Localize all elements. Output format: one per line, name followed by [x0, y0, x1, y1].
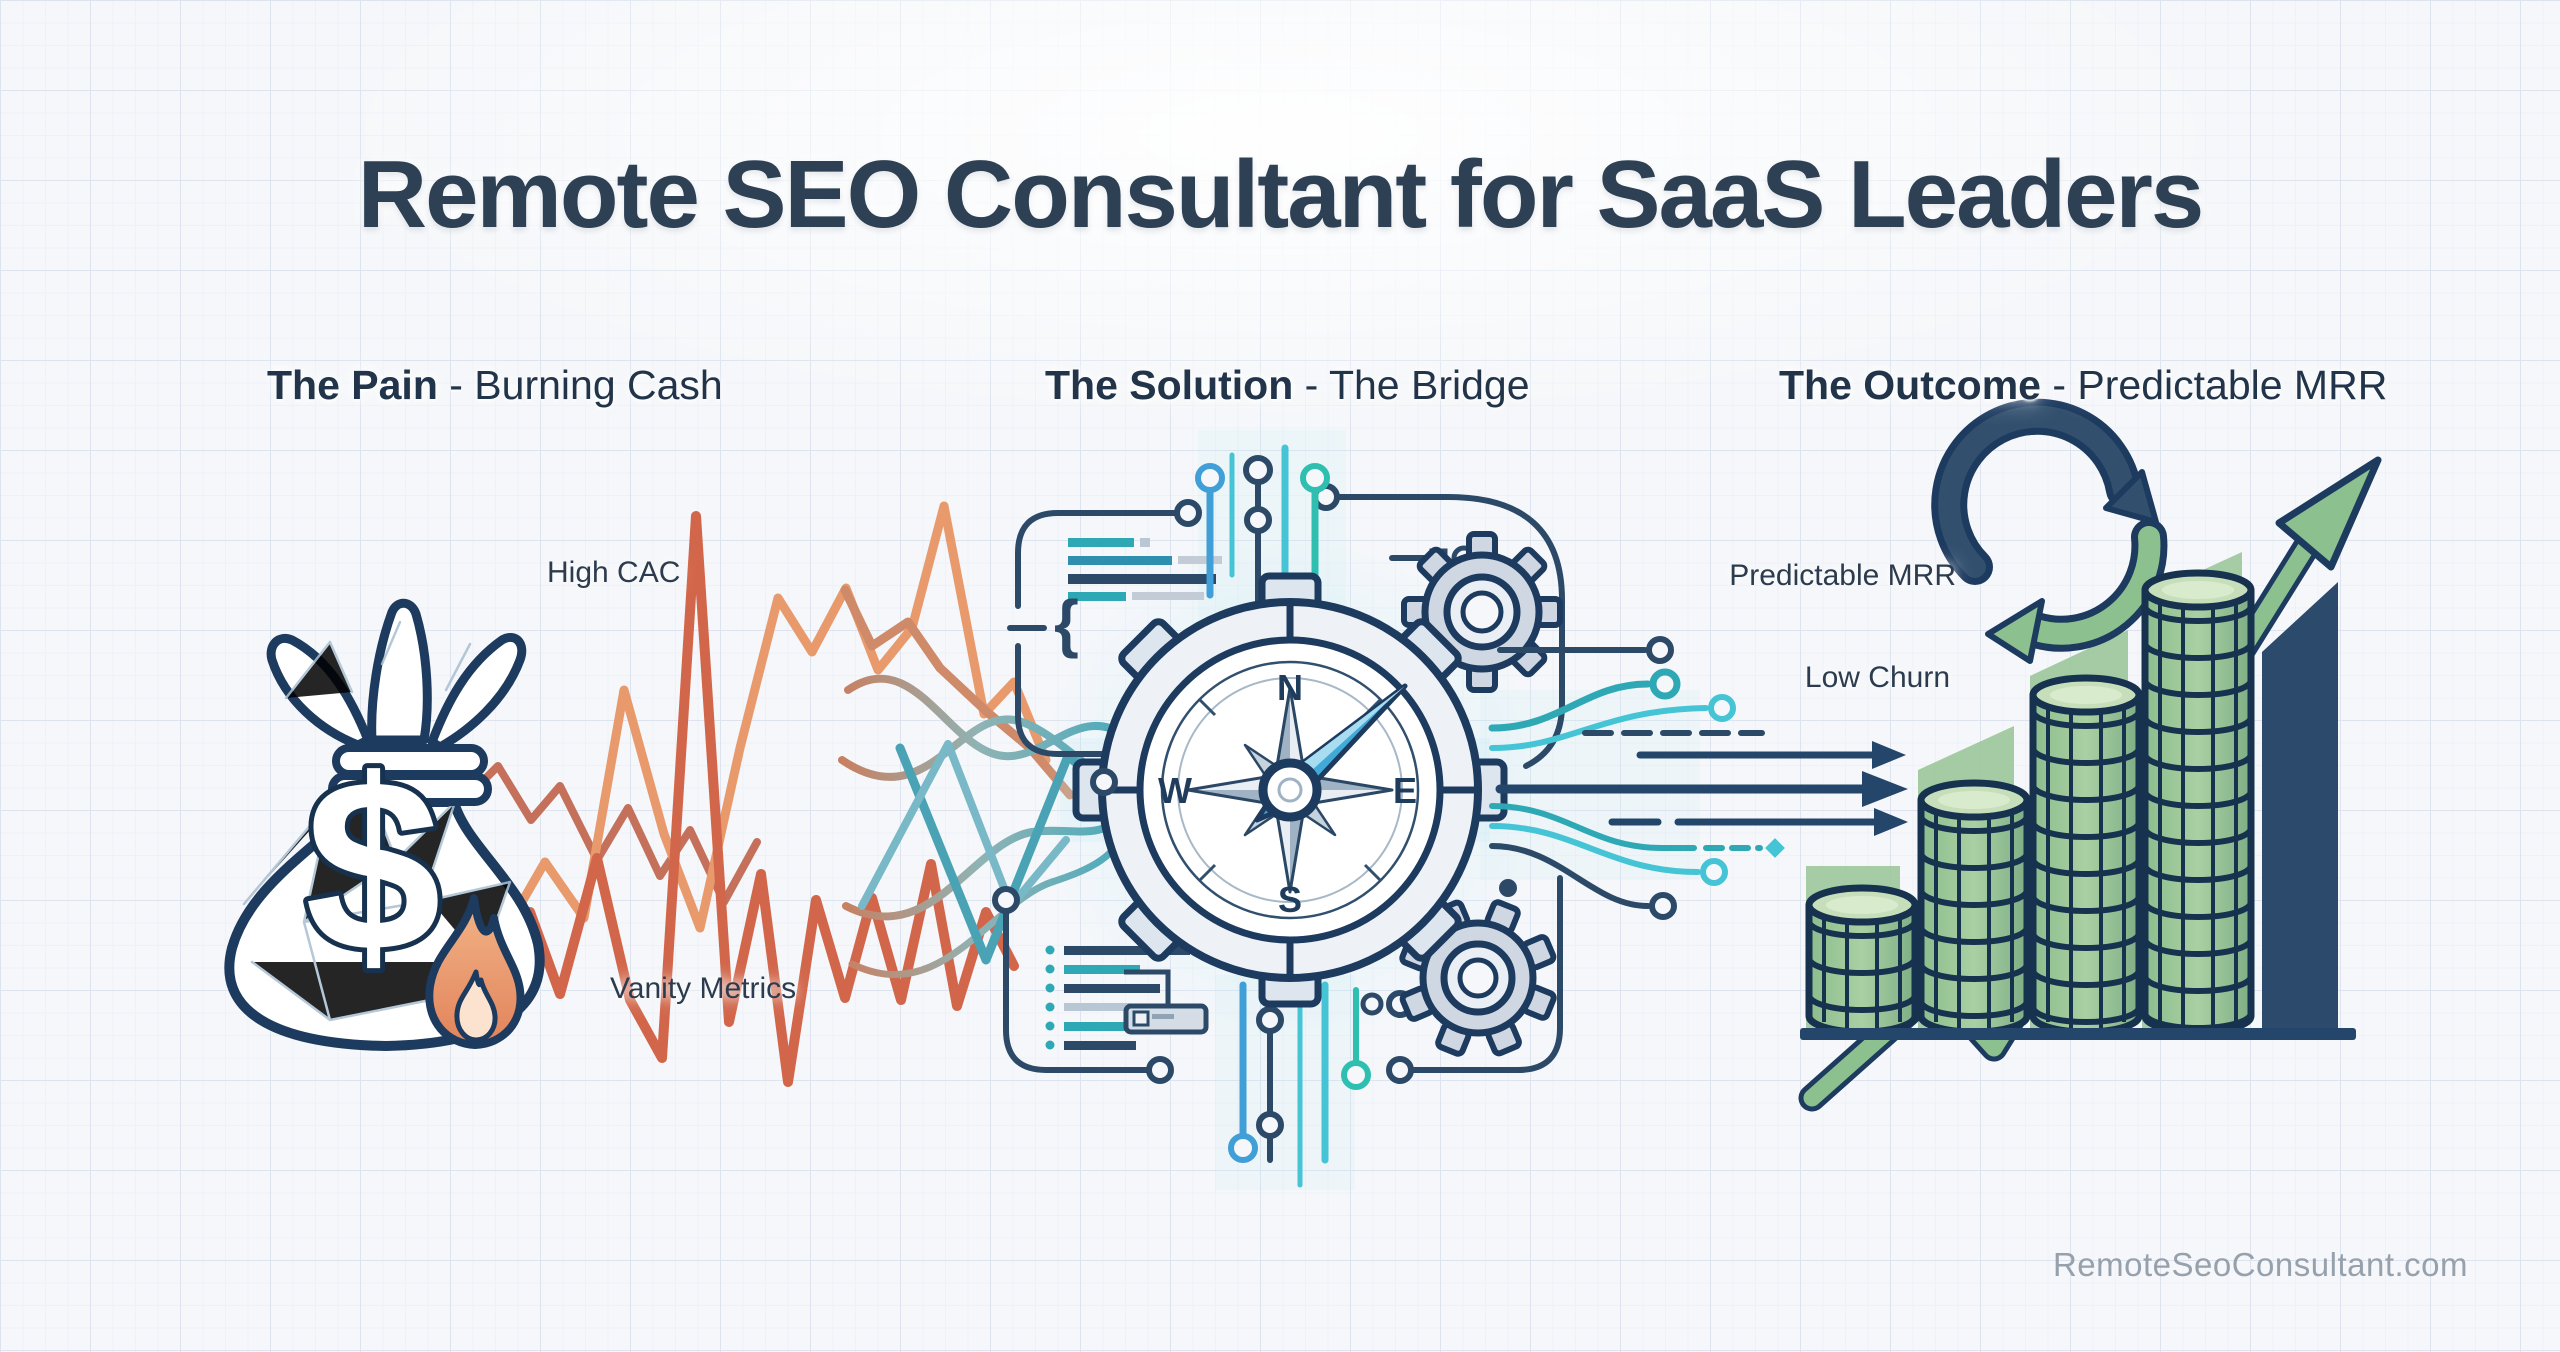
compass-letters: N S E W	[1158, 667, 1417, 920]
document-list-icon-bottom	[1045, 945, 1190, 1050]
circuit-trace-bottom-left	[992, 886, 1174, 1084]
coin-stack-icon	[1805, 884, 1919, 1036]
svg-text:S: S	[1278, 879, 1302, 920]
compass-icon: N S E W	[1072, 572, 1508, 1008]
server-icon	[1123, 969, 1209, 1035]
solution-heading-rest: - The Bridge	[1293, 362, 1530, 408]
chart-baseline	[1800, 1028, 2356, 1040]
svg-text:W: W	[1158, 770, 1192, 811]
solution-heading: The Solution - The Bridge	[1045, 362, 1530, 409]
bag-mesh-lines	[242, 620, 512, 1022]
pain-heading: The Pain - Burning Cash	[267, 362, 723, 409]
revenue-bar-navy	[2262, 582, 2338, 1028]
footer-url: RemoteSeoConsultant.com	[2052, 1246, 2468, 1283]
coin-stack-icon	[2141, 569, 2255, 1036]
coin-stack-icon	[2029, 674, 2143, 1036]
circuit-traces-right	[1488, 636, 1908, 920]
circuit-node-left	[1090, 768, 1118, 796]
pain-heading-strong: The Pain	[267, 362, 438, 408]
code-brace-glyph: {	[1054, 587, 1079, 659]
document-list-icon-top	[1068, 538, 1222, 601]
high-cac-label: High CAC	[547, 556, 681, 589]
coin-stack-icon	[1917, 779, 2031, 1036]
page-title: Remote SEO Consultant for SaaS Leaders	[357, 141, 2204, 248]
vertical-signal-lines-bottom	[1228, 981, 1371, 1188]
low-churn-label: Low Churn	[1804, 661, 1950, 694]
flame-icon	[425, 894, 525, 1049]
svg-text:N: N	[1277, 667, 1303, 708]
vanity-metrics-label: Vanity Metrics	[610, 972, 797, 1005]
pain-heading-rest: - Burning Cash	[437, 362, 723, 408]
circuit-trace-top-left	[1007, 499, 1202, 757]
vertical-signal-lines-top	[1195, 444, 1330, 644]
cycle-arrows-icon	[1931, 398, 2168, 664]
solution-heading-strong: The Solution	[1045, 362, 1294, 408]
svg-text:E: E	[1393, 770, 1417, 811]
compass-spokes	[1102, 602, 1478, 978]
money-bag-icon: $	[224, 598, 545, 1051]
predictable-mrr-label: Predictable MRR	[1729, 559, 1956, 592]
dollar-sign: $	[305, 728, 441, 1002]
outcome-heading-strong: The Outcome	[1779, 362, 2041, 408]
outcome-heading-rest: - Predictable MRR	[2040, 362, 2388, 408]
outcome-heading: The Outcome - Predictable MRR	[1779, 362, 2387, 409]
